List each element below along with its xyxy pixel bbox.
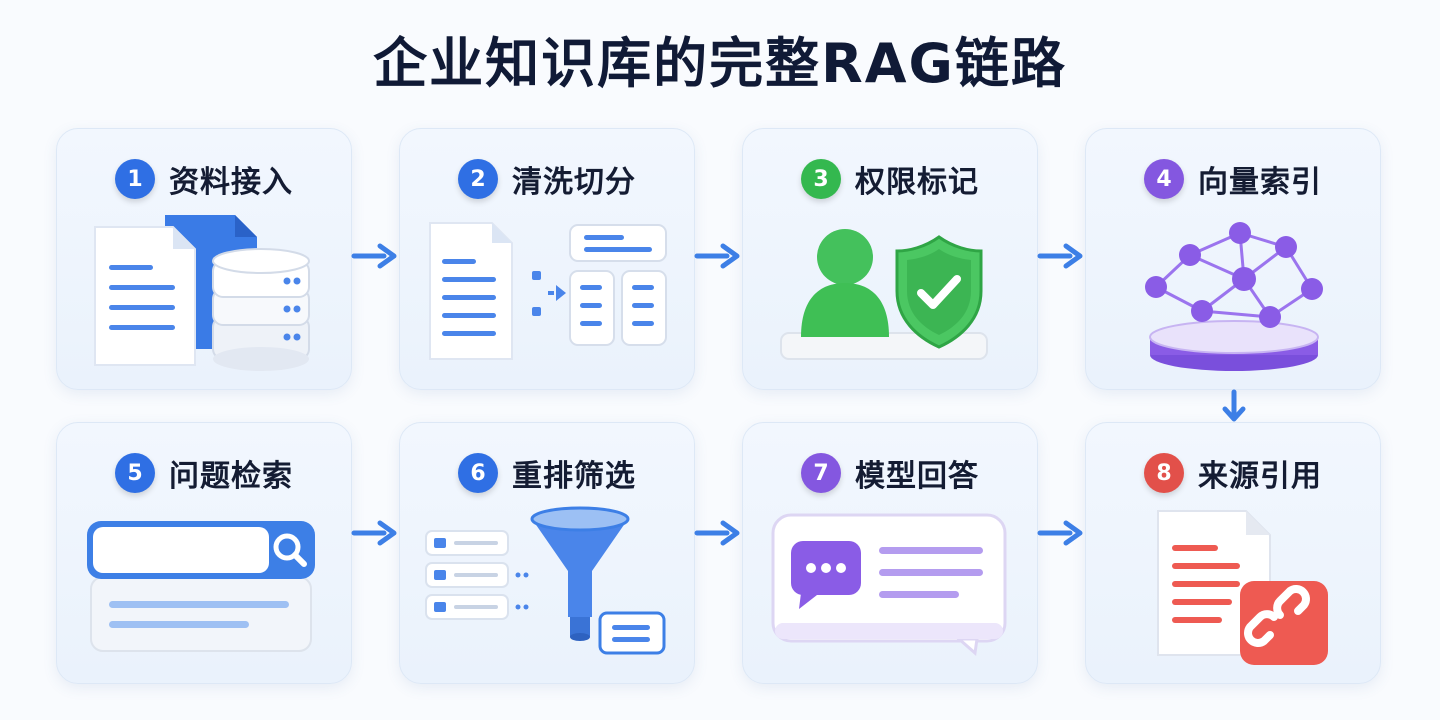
step-card-5: 5 问题检索	[56, 422, 352, 684]
step-label-3: 权限标记	[855, 165, 979, 200]
arrow-right-icon	[351, 243, 397, 269]
step-label-6: 重排筛选	[512, 459, 636, 494]
arrow-right-icon	[1037, 243, 1083, 269]
step-number-8: 8	[1144, 453, 1184, 493]
step-number-2: 2	[458, 159, 498, 199]
step-number-6: 6	[458, 453, 498, 493]
arrow-right-icon	[1037, 520, 1083, 546]
vector-network-icon	[1145, 222, 1323, 371]
arrow-right-icon	[694, 243, 740, 269]
step-card-6: 6 重排筛选	[399, 422, 695, 684]
diagram-title: 企业知识库的完整RAG链路	[373, 32, 1067, 95]
step-card-4: 4 向量索引	[1085, 128, 1381, 390]
step-card-8: 8 来源引用	[1085, 422, 1381, 684]
step-number-1: 1	[115, 159, 155, 199]
step-label-1: 资料接入	[169, 165, 293, 200]
step-number-4: 4	[1144, 159, 1184, 199]
step-label-8: 来源引用	[1198, 459, 1322, 494]
step-number-7: 7	[801, 453, 841, 493]
chat-answer-icon	[771, 513, 1007, 656]
arrow-right-icon	[351, 520, 397, 546]
funnel-filter-icon	[425, 506, 666, 655]
document-link-citation-icon	[1157, 510, 1328, 665]
arrow-down-icon	[1222, 389, 1246, 422]
user-shield-check-icon	[780, 229, 988, 360]
documents-database-icon	[94, 215, 310, 371]
step-label-7: 模型回答	[855, 459, 979, 494]
step-card-1: 1 资料接入	[56, 128, 352, 390]
step-number-5: 5	[115, 453, 155, 493]
step-label-2: 清洗切分	[512, 165, 636, 200]
step-number-3: 3	[801, 159, 841, 199]
step-card-7: 7 模型回答	[742, 422, 1038, 684]
document-split-chunks-icon	[429, 222, 667, 360]
step-card-3: 3 权限标记	[742, 128, 1038, 390]
step-label-5: 问题检索	[169, 459, 293, 494]
step-label-4: 向量索引	[1198, 165, 1322, 200]
arrow-right-icon	[694, 520, 740, 546]
search-bar-icon	[87, 521, 315, 652]
step-card-2: 2 清洗切分	[399, 128, 695, 390]
